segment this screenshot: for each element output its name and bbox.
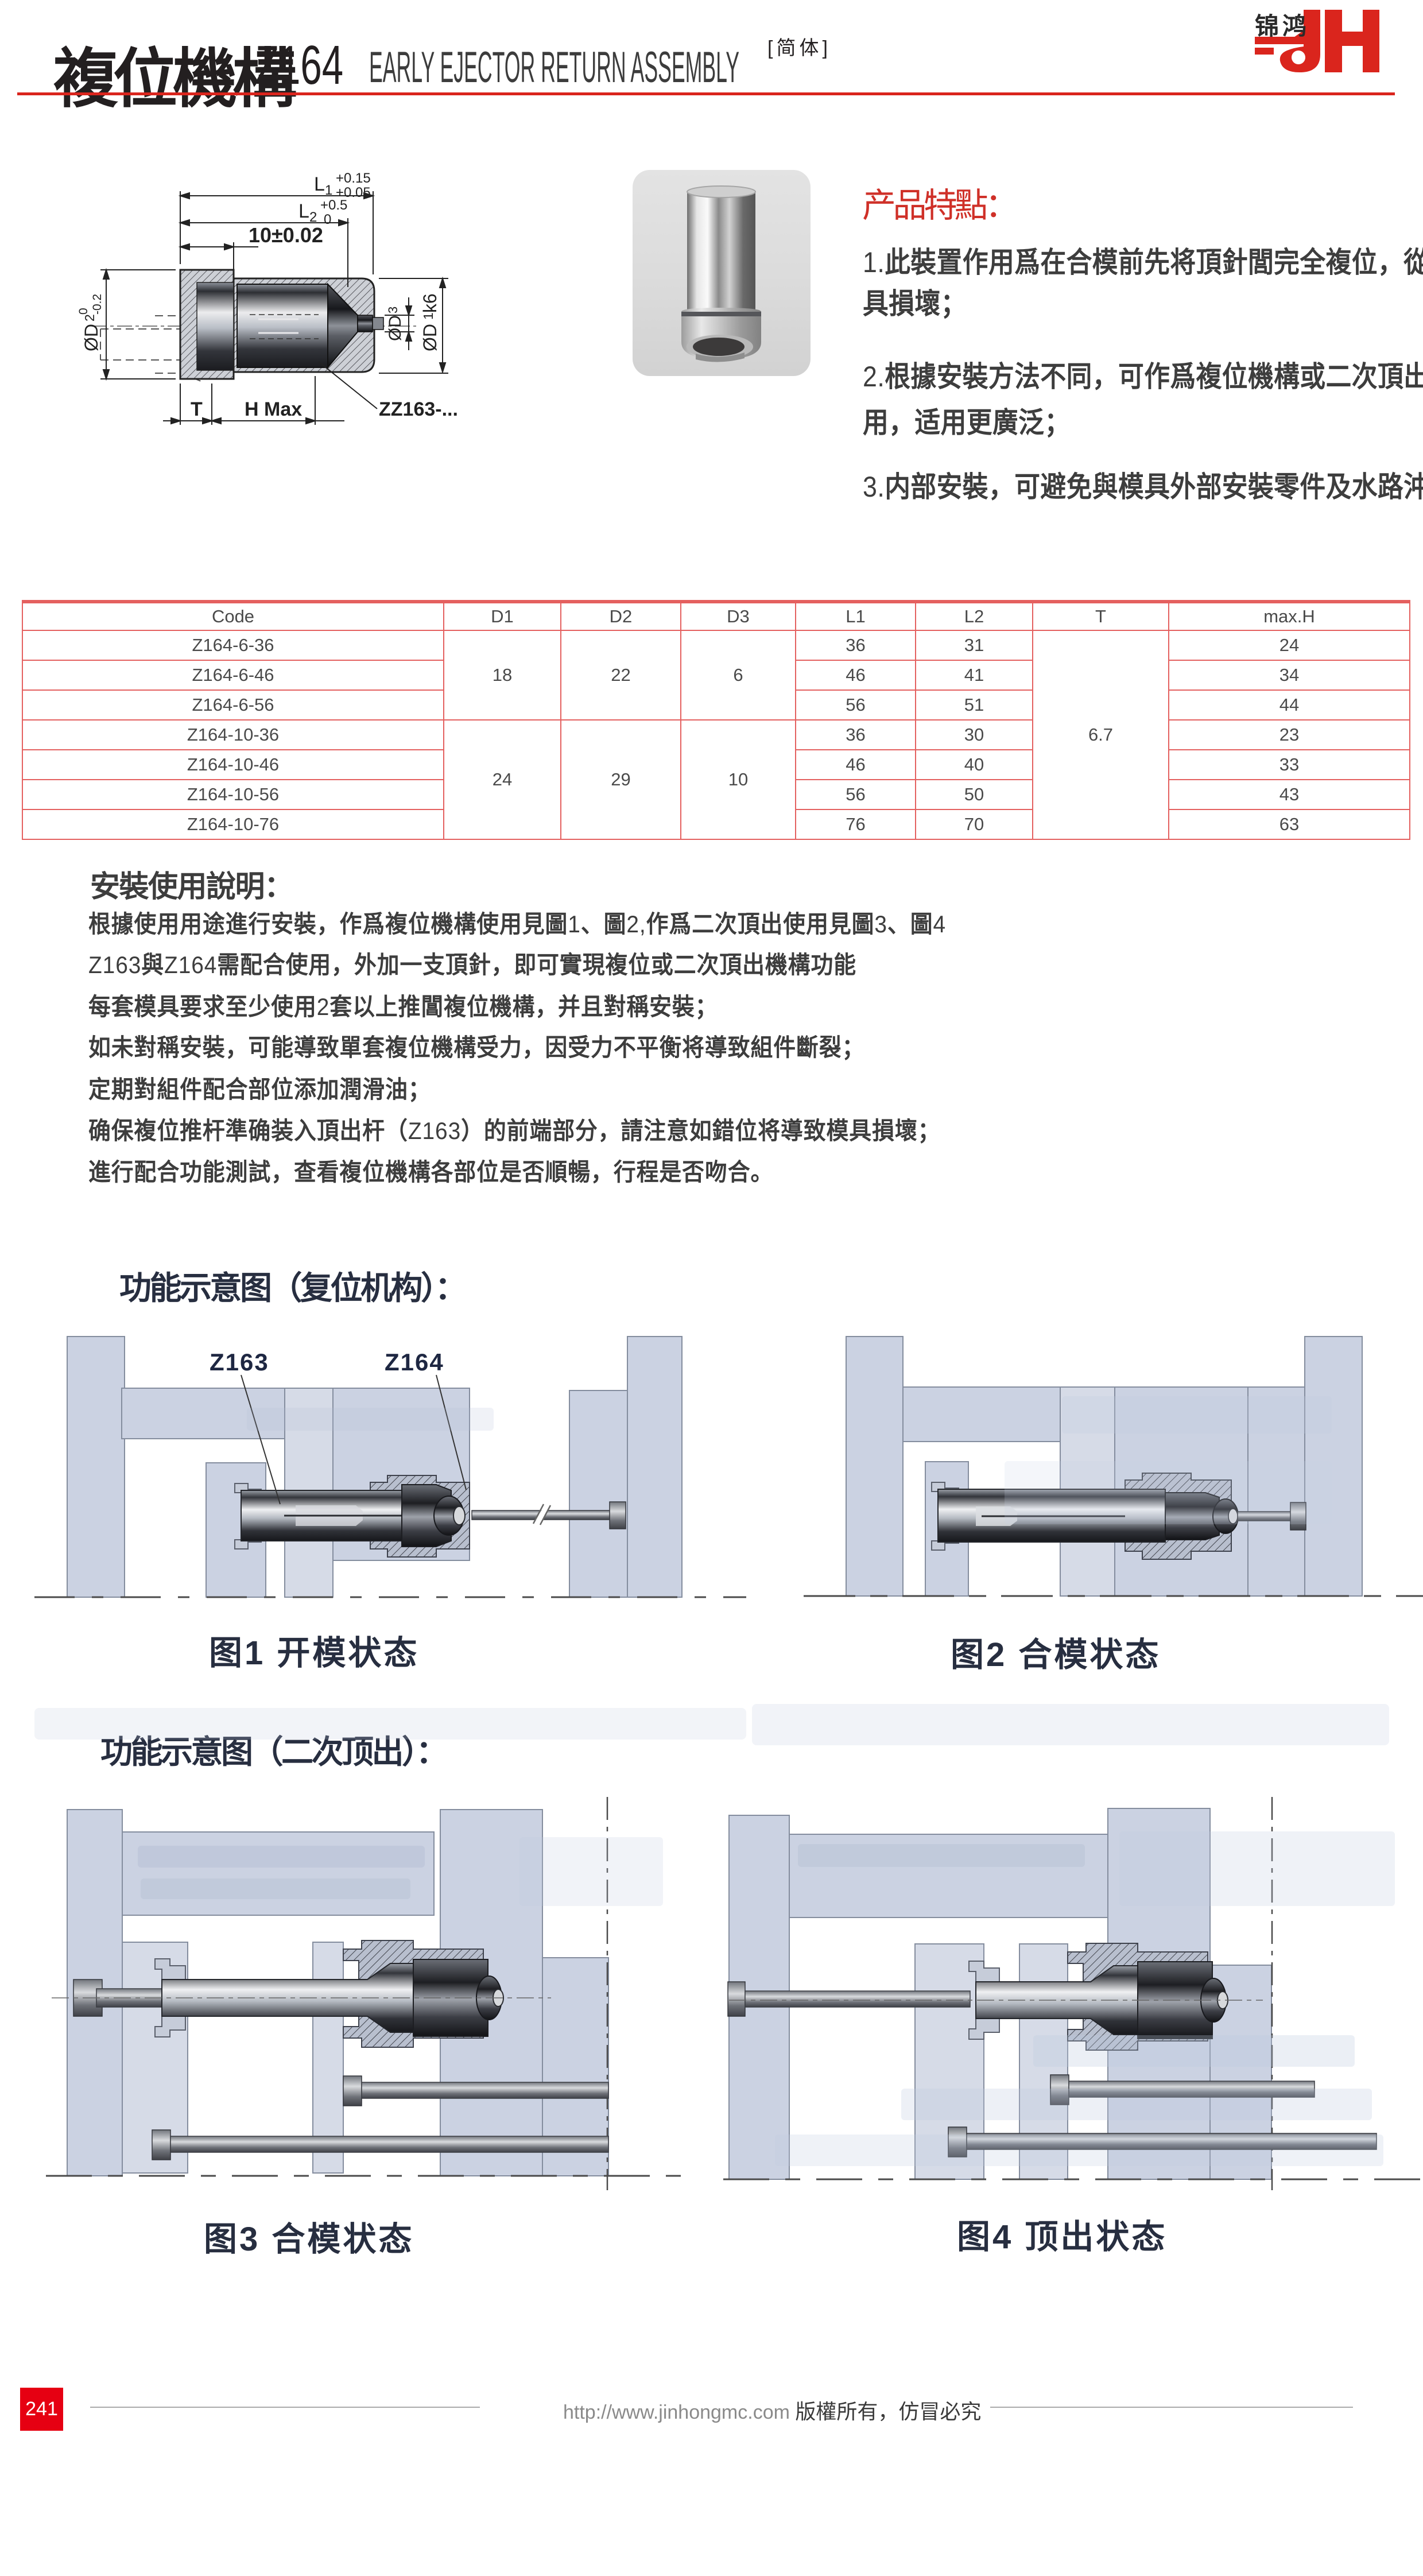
svg-text:L: L (298, 200, 309, 222)
svg-text:ZZ163-...: ZZ163-... (379, 398, 458, 420)
svg-text:+0.15: +0.15 (336, 171, 371, 186)
svg-text:锦鸿: 锦鸿 (1255, 13, 1310, 40)
svg-text:+0.5: +0.5 (320, 197, 347, 213)
svg-text:H Max: H Max (245, 398, 302, 420)
svg-text:-0.2: -0.2 (91, 294, 104, 315)
svg-text:L: L (314, 173, 325, 195)
svg-text:Z163: Z163 (210, 1349, 269, 1376)
svg-text:ØD: ØD (386, 315, 405, 341)
svg-text:ØD: ØD (420, 324, 440, 351)
svg-text:ØD: ØD (81, 324, 102, 351)
svg-text:T: T (191, 398, 203, 420)
svg-text:k6: k6 (420, 293, 440, 313)
svg-text:Z164: Z164 (385, 1349, 444, 1376)
svg-text:0: 0 (77, 308, 90, 315)
svg-text:2: 2 (82, 314, 97, 321)
svg-text:1: 1 (325, 183, 332, 198)
svg-text:10±0.02: 10±0.02 (249, 223, 323, 247)
svg-text:3: 3 (386, 307, 400, 313)
svg-text:1: 1 (421, 312, 436, 320)
svg-text:+0.05: +0.05 (336, 185, 371, 200)
svg-text:2: 2 (309, 210, 317, 225)
svg-text:0: 0 (324, 212, 331, 227)
